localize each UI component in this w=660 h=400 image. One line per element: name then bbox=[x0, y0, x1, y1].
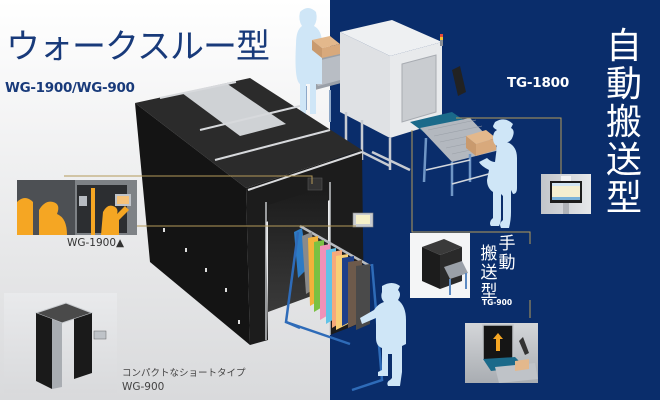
walkthrough-models: WG-1900/WG-900 bbox=[5, 80, 135, 96]
monitor-graphic bbox=[550, 176, 582, 214]
tg1800-machine bbox=[295, 8, 517, 228]
title-char: 搬 bbox=[605, 102, 642, 143]
title-char: 搬 bbox=[480, 244, 498, 264]
clothing-rack bbox=[284, 224, 406, 392]
title-char: 動 bbox=[605, 64, 642, 105]
title-char: 動 bbox=[498, 253, 516, 273]
tg900-photo bbox=[410, 233, 470, 298]
wg1900-caption: WG-1900▲ bbox=[67, 237, 125, 249]
up-arrow-icon bbox=[493, 333, 503, 351]
conveyor-closeup-graphic bbox=[482, 324, 538, 383]
wg900-photo bbox=[4, 293, 117, 393]
tg1800-monitor-photo bbox=[541, 174, 591, 214]
title-char: 型 bbox=[480, 282, 498, 302]
wg900-graphic bbox=[34, 302, 107, 389]
title-char: 手 bbox=[498, 234, 516, 254]
tg1800-model: TG-1800 bbox=[507, 75, 570, 91]
wg900-caption: WG-900 bbox=[122, 381, 165, 393]
compact-caption: コンパクトなショートタイプ bbox=[122, 368, 246, 379]
tg900-graphic bbox=[422, 239, 468, 295]
title-char: 自 bbox=[605, 26, 642, 67]
wg1900-inset-graphic bbox=[17, 180, 137, 235]
title-char: 送 bbox=[480, 263, 498, 283]
tg900-model: TG-900 bbox=[482, 298, 513, 307]
conveyor-closeup-photo bbox=[465, 323, 538, 383]
wg1900-inset-photo bbox=[17, 180, 137, 235]
title-char: 型 bbox=[605, 178, 642, 219]
walkthrough-title: ウォークスルー型 bbox=[6, 27, 270, 67]
manual-title-col1: 手 動 bbox=[498, 235, 516, 273]
auto-transport-title: 自 動 搬 送 型 bbox=[604, 28, 644, 218]
manual-title-col2: 搬 送 型 bbox=[480, 245, 498, 302]
manual-transport-title: 手 動 搬 送 型 bbox=[476, 235, 526, 305]
title-char: 送 bbox=[605, 140, 642, 181]
